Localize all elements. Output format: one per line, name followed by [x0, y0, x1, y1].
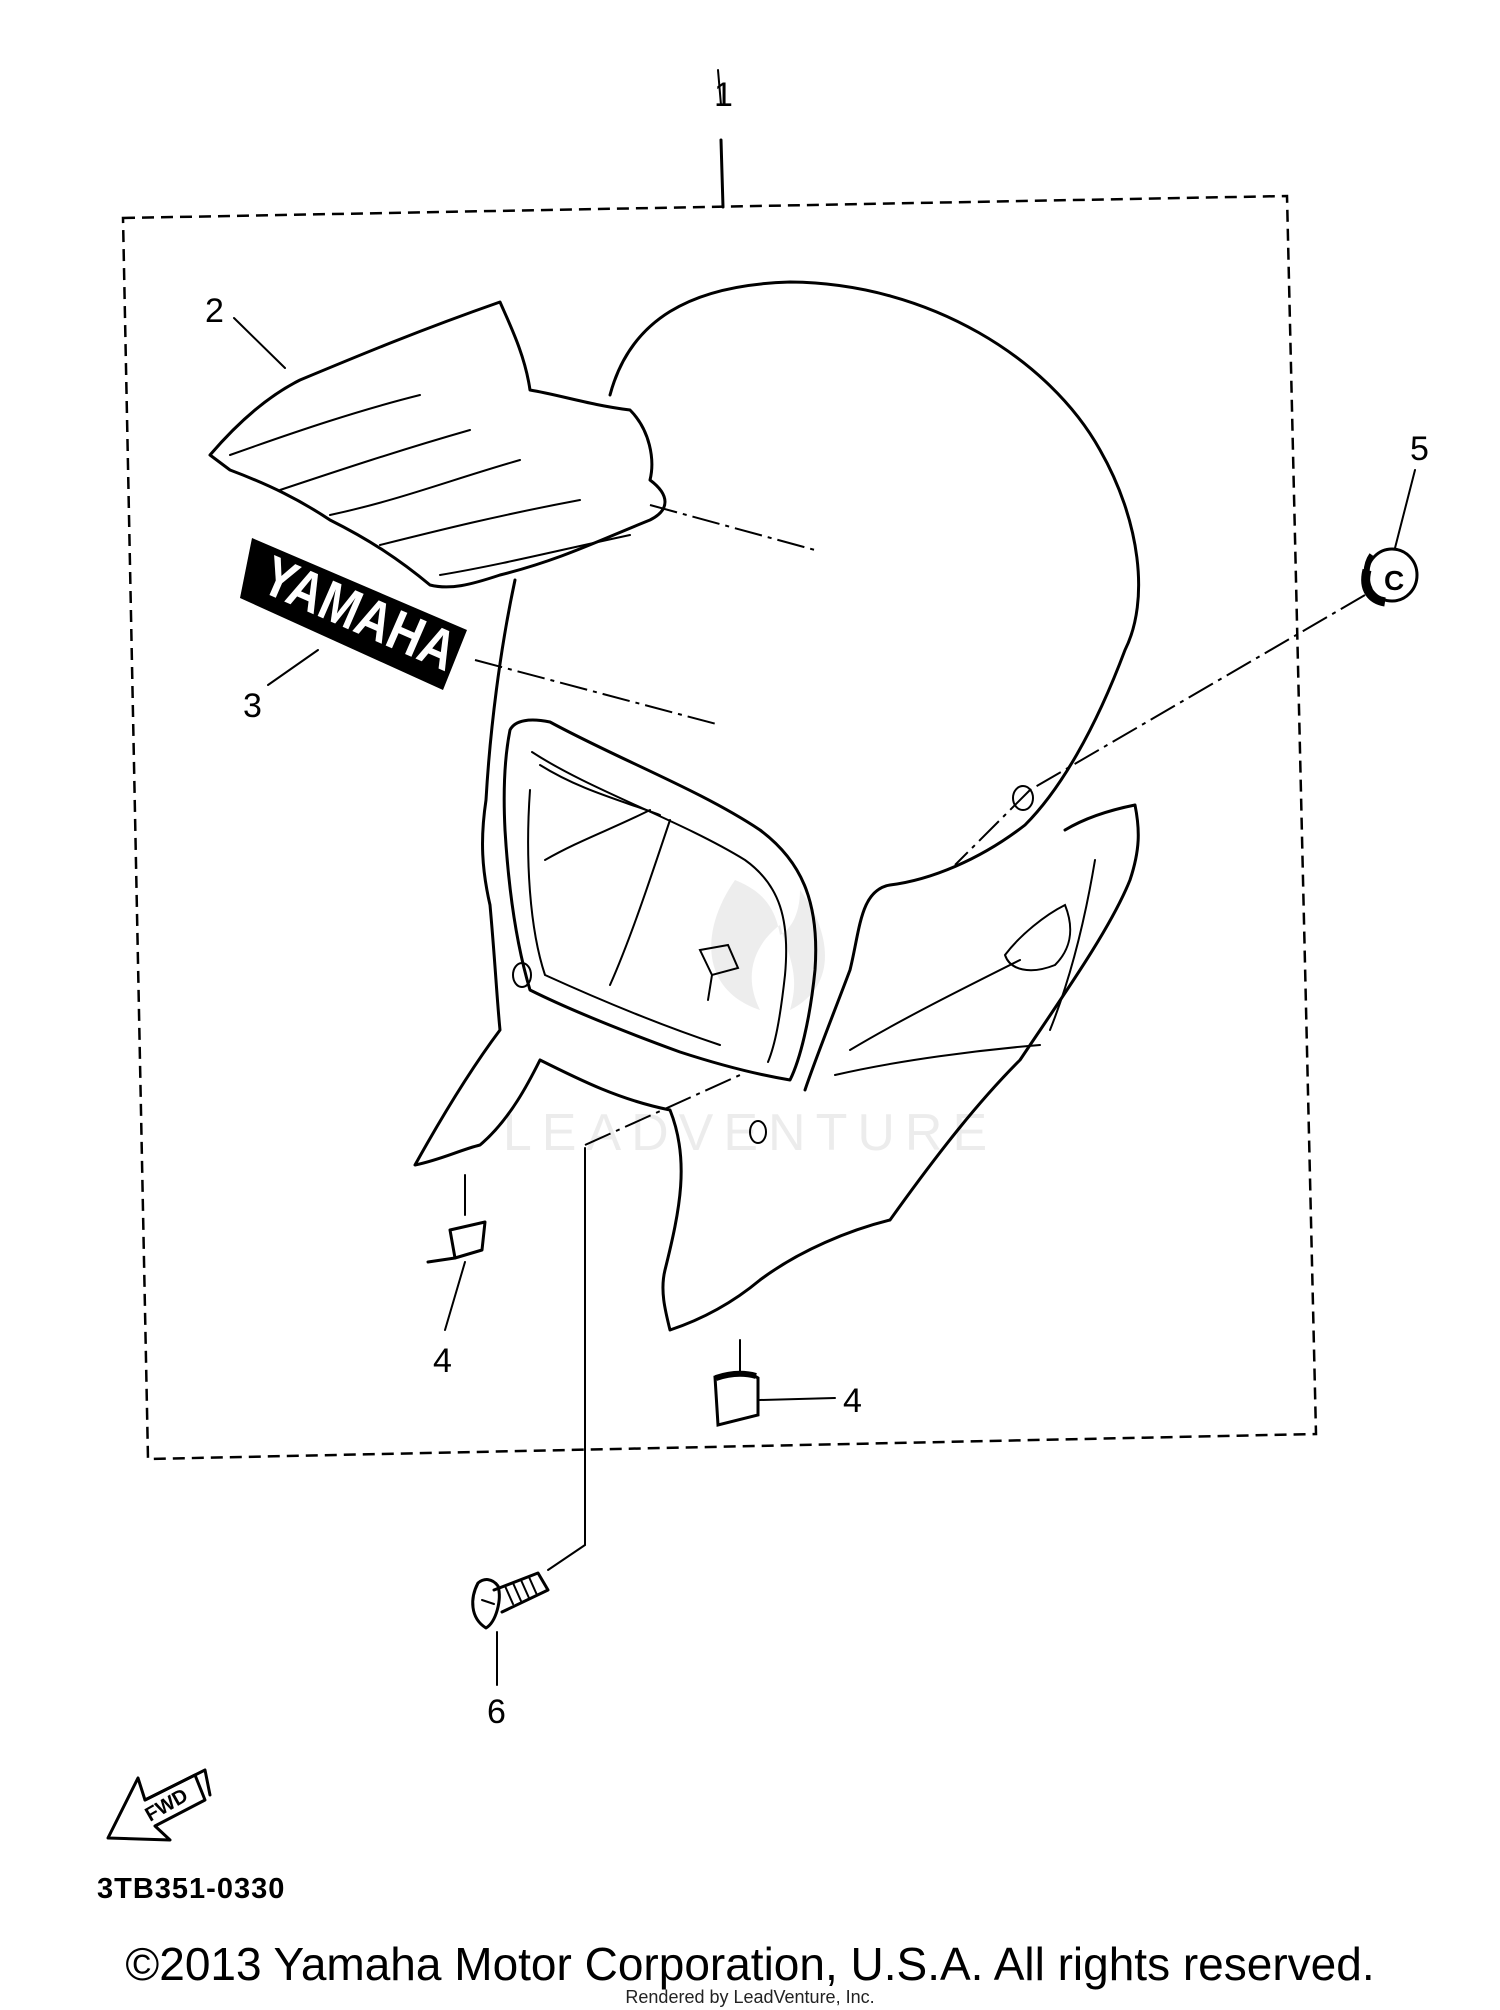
watermark: LEADVENTURE [503, 880, 997, 1162]
grommet: C [1361, 547, 1419, 607]
headlight-cowling [413, 280, 1141, 1332]
assembly-outline [121, 194, 1318, 1461]
grommet-mark: C [1384, 565, 1404, 596]
screw [471, 1571, 550, 1630]
emblem-text: YAMAHA [253, 543, 466, 683]
rendered-by-credit: Rendered by LeadVenture, Inc. [625, 1987, 875, 2007]
fwd-arrow-icon: FWD [106, 1768, 212, 1842]
callout-4-right: 4 [843, 1382, 862, 1420]
clip-nut-left [426, 1220, 487, 1264]
callout-5: 5 [1410, 430, 1429, 468]
watermark-text: LEADVENTURE [503, 1104, 997, 1162]
callout-3: 3 [243, 687, 262, 725]
copyright-notice: ©2013 Yamaha Motor Corporation, U.S.A. A… [125, 1938, 1375, 1990]
cowling-graphic-decal [208, 300, 667, 589]
callout-1: 1 [714, 76, 733, 114]
yamaha-emblem: YAMAHA [240, 538, 467, 690]
drawing-code: 3TB351-0330 [97, 1873, 285, 1905]
callout-6: 6 [487, 1693, 506, 1731]
callout-2: 2 [205, 292, 224, 330]
clip-nut-right [713, 1370, 760, 1427]
callout-4-left: 4 [433, 1342, 452, 1380]
